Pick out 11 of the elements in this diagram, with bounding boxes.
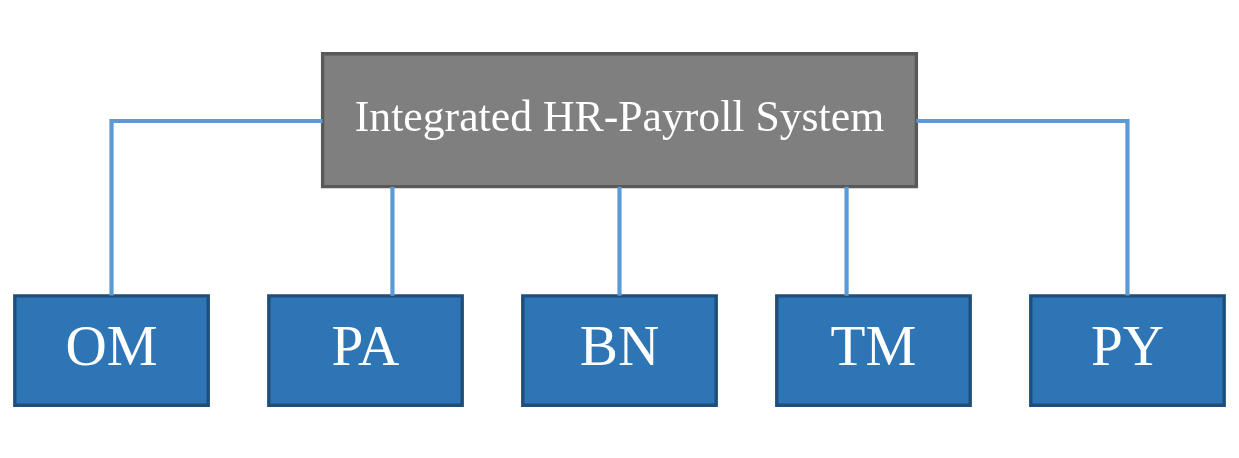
connector bbox=[390, 186, 395, 296]
connector bbox=[844, 186, 849, 296]
node-box: TM bbox=[775, 293, 972, 407]
connector bbox=[617, 186, 622, 296]
connector bbox=[916, 118, 1130, 296]
node-box: BN bbox=[521, 293, 718, 407]
node-box: PY bbox=[1029, 293, 1226, 407]
node-box: OM bbox=[13, 293, 210, 407]
node-box: PA bbox=[267, 293, 464, 407]
node-box: Integrated HR-Payroll System bbox=[320, 51, 919, 188]
connector bbox=[109, 118, 323, 296]
